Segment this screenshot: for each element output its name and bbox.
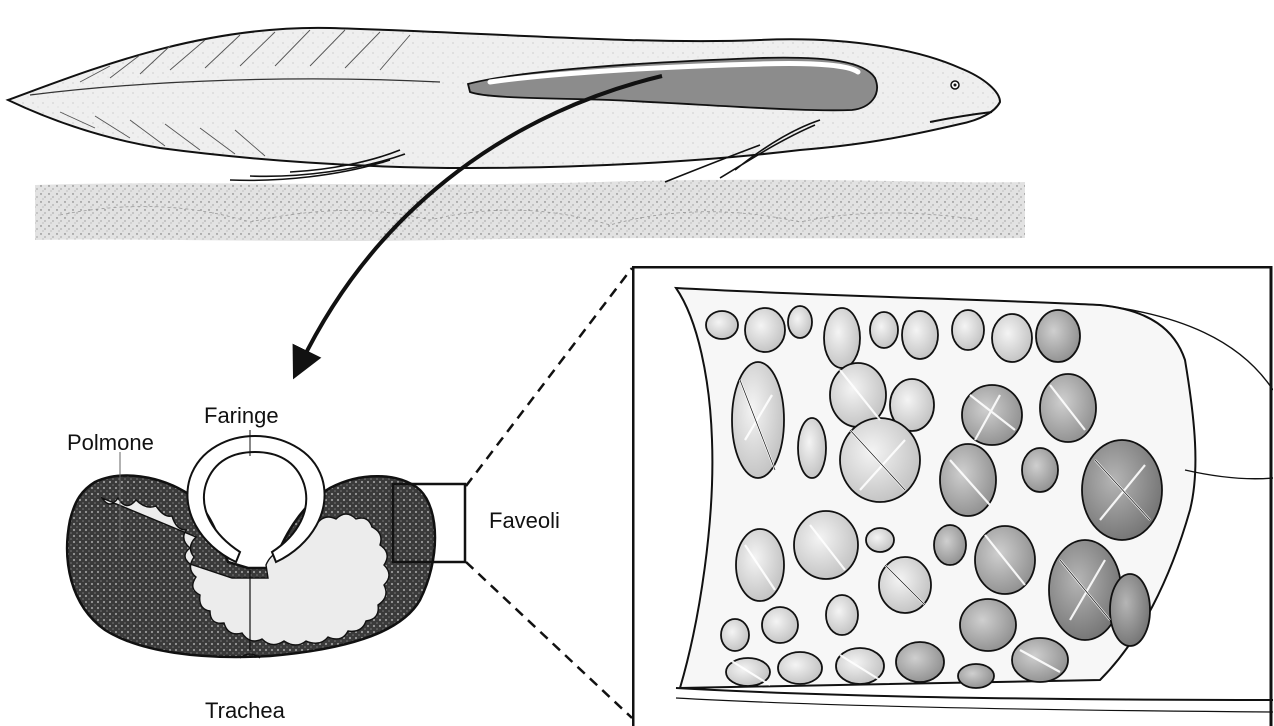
zoom-connector-bottom <box>466 562 632 718</box>
pharynx <box>187 436 324 562</box>
zoom-connector-top <box>466 268 632 486</box>
faveoli-zoom-panel <box>632 266 1273 726</box>
label-faveoli: Faveoli <box>489 510 560 532</box>
lungfish <box>8 28 1000 182</box>
label-polmone: Polmone <box>67 432 154 454</box>
lung-cross-section <box>67 430 465 658</box>
label-faringe: Faringe <box>204 405 279 427</box>
label-trachea: Trachea <box>205 700 285 722</box>
seabed <box>35 180 1025 241</box>
